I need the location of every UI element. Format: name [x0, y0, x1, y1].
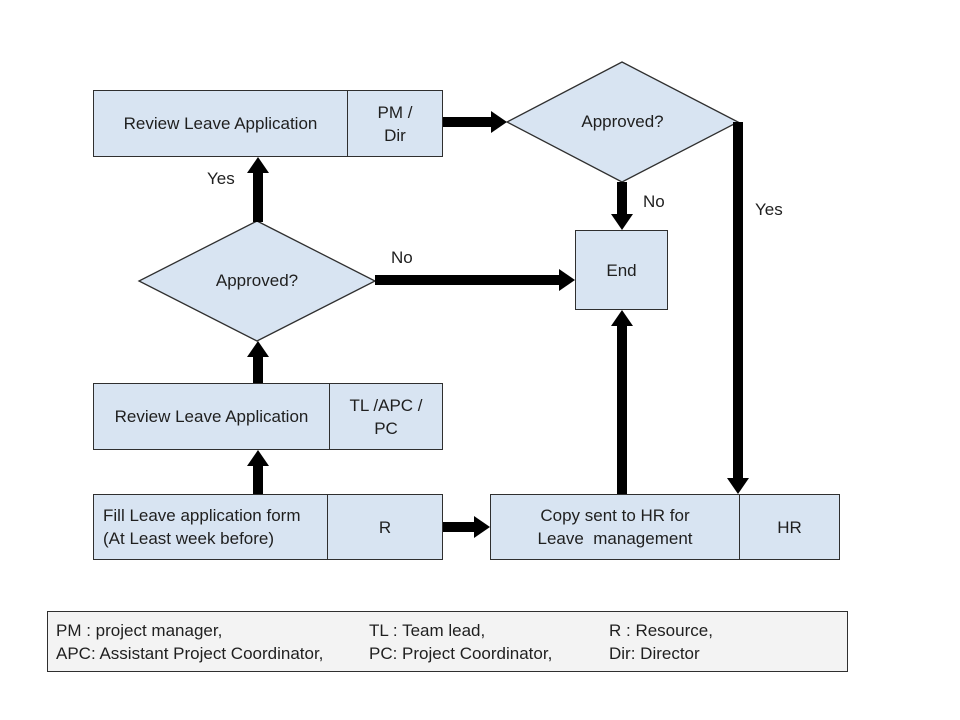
- legend-entry: PM : project manager,: [56, 621, 223, 640]
- decision-label-top: Approved?: [581, 112, 664, 131]
- arrow-yes-down-to-hr: [727, 122, 749, 494]
- legend-entry: TL : Team lead,: [369, 621, 486, 640]
- arrow-review-top-to-approved: [443, 111, 507, 133]
- legend-box: PM : project manager, APC: Assistant Pro…: [47, 611, 848, 672]
- legend-column-3: R : Resource, Dir: Director: [609, 619, 713, 665]
- legend-entry: R : Resource,: [609, 621, 713, 640]
- process-review-leave-mid: Review Leave Application TL /APC / PC: [93, 383, 443, 450]
- arrow-no-right-to-end: [375, 269, 575, 291]
- legend-column-1: PM : project manager, APC: Assistant Pro…: [56, 619, 323, 665]
- process-label: Copy sent to HR for Leave management: [537, 506, 693, 548]
- decision-label-mid: Approved?: [215, 271, 299, 290]
- arrow-fill-to-copy-hr: [443, 516, 490, 538]
- process-label: Review Leave Application: [123, 114, 318, 133]
- edge-label-no-top: No: [643, 192, 665, 211]
- process-label: Review Leave Application: [114, 407, 309, 426]
- arrow-copy-hr-to-end: [611, 310, 633, 494]
- arrow-yes-up-to-review-top: [247, 157, 269, 222]
- process-review-leave-top: Review Leave Application PM / Dir: [93, 90, 443, 157]
- process-label: Fill Leave application form (At Least we…: [103, 506, 301, 548]
- arrow-no-down-to-end: [611, 182, 633, 230]
- legend-column-2: TL : Team lead, PC: Project Coordinator,: [369, 619, 552, 665]
- legend-entry: PC: Project Coordinator,: [369, 644, 553, 663]
- process-fill-leave-form: Fill Leave application form (At Least we…: [93, 494, 443, 560]
- terminator-end: End: [575, 230, 668, 310]
- decision-diamond-mid: [137, 220, 377, 342]
- role-label-hr: HR: [739, 495, 839, 559]
- legend-entry: Dir: Director: [609, 644, 700, 663]
- edge-label-yes-right: Yes: [755, 200, 783, 219]
- arrow-fill-to-review-mid: [247, 450, 269, 494]
- arrow-review-mid-to-approved: [247, 341, 269, 383]
- edge-label-no-mid: No: [391, 248, 413, 267]
- legend-entry: APC: Assistant Project Coordinator,: [56, 644, 324, 663]
- edge-label-yes-top: Yes: [207, 169, 235, 188]
- role-label-tl-apc-pc: TL /APC / PC: [329, 384, 442, 449]
- role-label-pm-dir: PM / Dir: [347, 91, 442, 156]
- end-label: End: [606, 260, 637, 280]
- role-label-r: R: [327, 495, 442, 559]
- process-copy-to-hr: Copy sent to HR for Leave management HR: [490, 494, 840, 560]
